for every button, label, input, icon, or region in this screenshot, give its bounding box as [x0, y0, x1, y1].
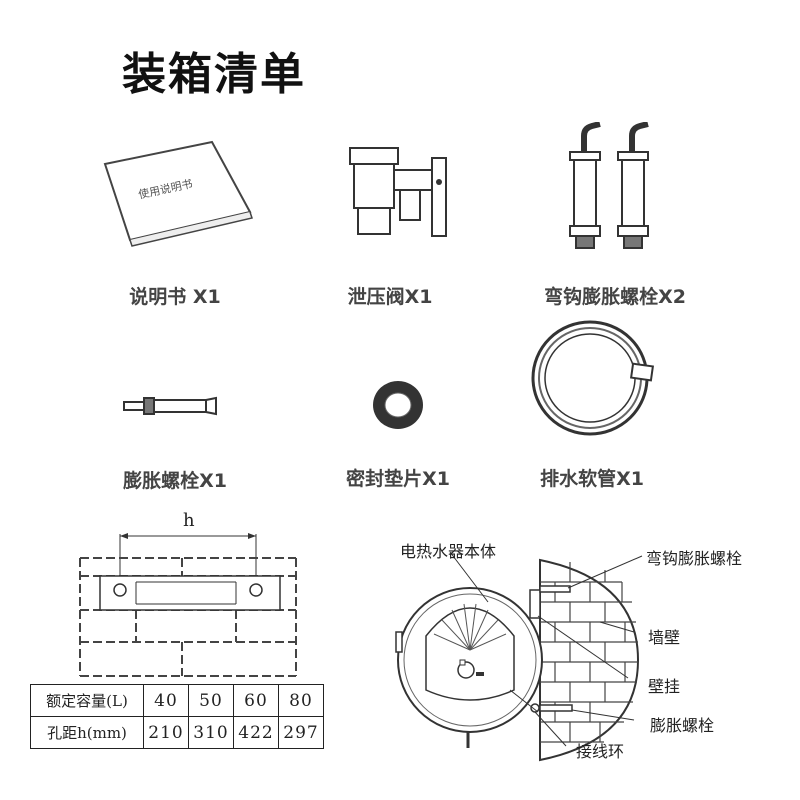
capacity-cell: 40: [143, 684, 189, 717]
hole-distance-diagram: h: [79, 510, 297, 677]
spec-table: 额定容量(L) 40 50 60 80 孔距h(mm) 210 310 422 …: [30, 684, 324, 749]
installation-diagram: [395, 551, 643, 762]
capacity-cell: 80: [278, 684, 324, 717]
capacity-cell: 50: [188, 684, 234, 717]
item-label-gasket: 密封垫片X1: [346, 468, 450, 490]
heater-body-label: 电热水器本体: [400, 542, 497, 561]
page-title: 装箱清单: [122, 49, 306, 100]
wall-hanger-label: 壁挂: [648, 677, 681, 696]
capacity-cell: 60: [233, 684, 279, 717]
drain-hose-illustration: [531, 320, 655, 436]
item-label-drain-hose: 排水软管X1: [540, 468, 644, 490]
item-label-hook-bolts: 弯钩膨胀螺栓X2: [544, 286, 686, 308]
capacity-header: 额定容量(L): [30, 684, 144, 717]
item-label-manual: 说明书 X1: [129, 286, 221, 308]
relief-valve-illustration: [349, 147, 447, 237]
item-label-expansion-bolt: 膨胀螺栓X1: [123, 470, 227, 492]
distance-cell: 310: [188, 716, 234, 749]
distance-cell: 210: [143, 716, 189, 749]
distance-cell: 422: [233, 716, 279, 749]
hook-bolt-label: 弯钩膨胀螺栓: [646, 549, 743, 568]
table-row: 额定容量(L) 40 50 60 80: [30, 684, 324, 717]
expansion-bolt-label: 膨胀螺栓: [650, 716, 715, 735]
distance-cell: 297: [278, 716, 324, 749]
expansion-bolt-illustration: [123, 396, 217, 416]
item-label-relief-valve: 泄压阀X1: [347, 286, 433, 308]
wall-label: 墙壁: [648, 628, 681, 647]
hook-bolts-illustration: [569, 122, 649, 249]
manual-illustration: 使用说明书: [103, 140, 253, 247]
gasket-illustration: [373, 381, 423, 429]
distance-header: 孔距h(mm): [30, 716, 144, 749]
ground-ring-label: 接线环: [576, 742, 625, 761]
table-row: 孔距h(mm) 210 310 422 297: [30, 716, 324, 749]
hole-distance-label: h: [183, 510, 195, 531]
